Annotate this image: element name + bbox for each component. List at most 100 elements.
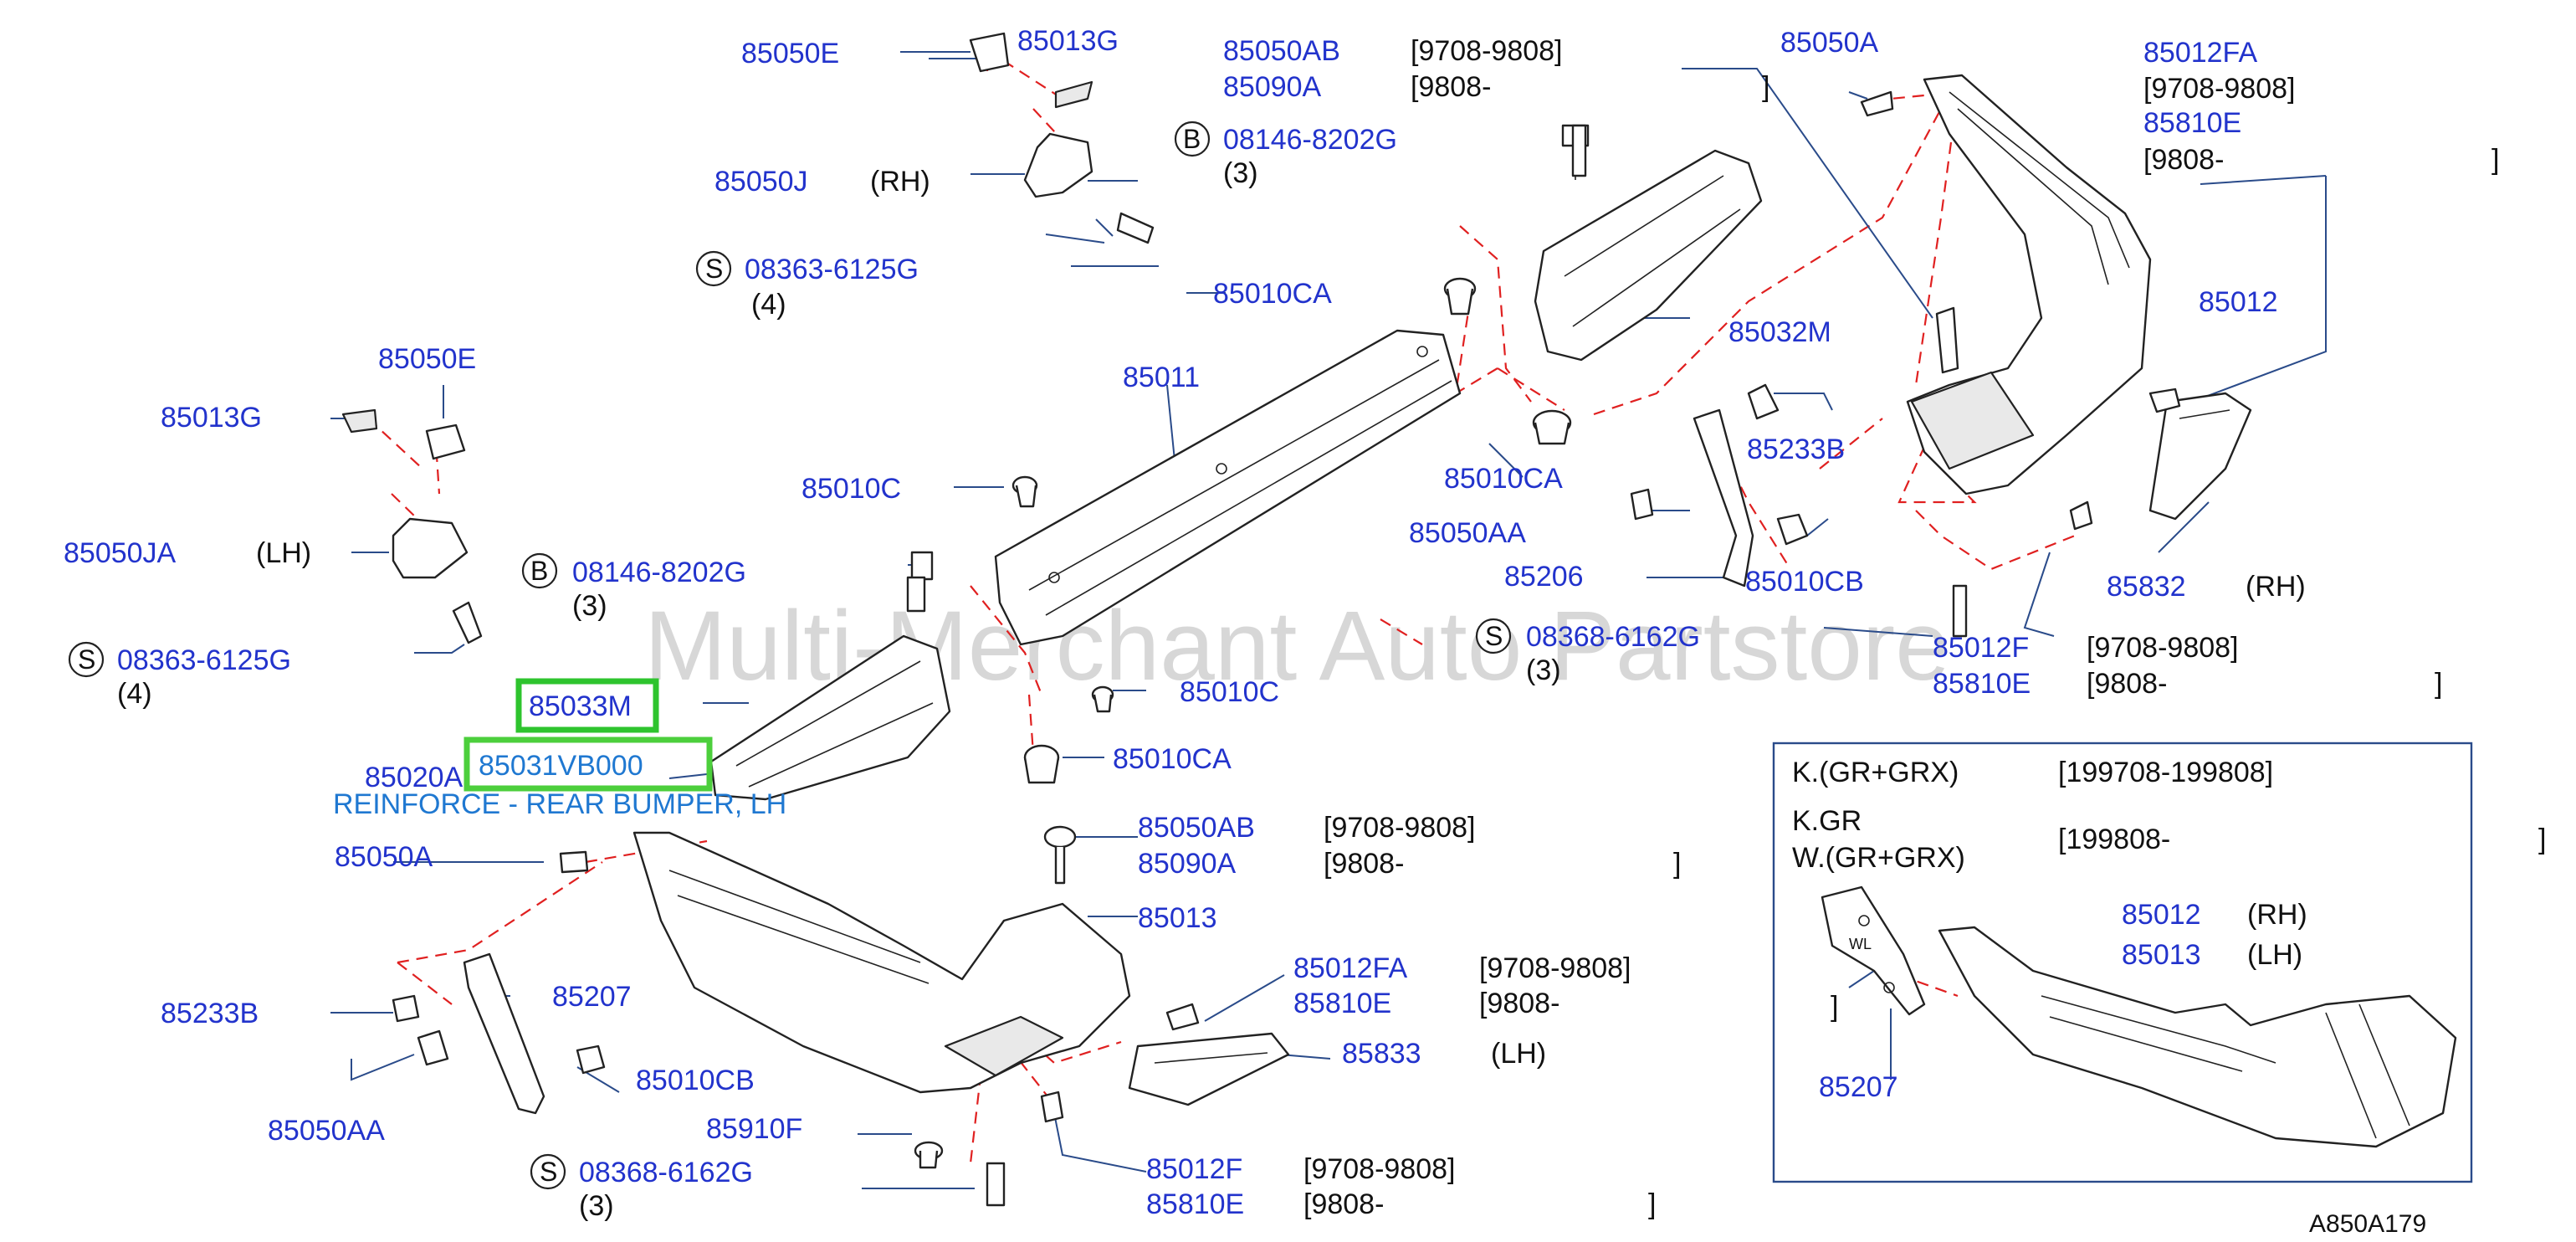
stay-85206-shape	[1630, 90, 1959, 588]
part-label[interactable]: 85010CA	[1444, 463, 1563, 495]
date-range: [9708-9808]	[1303, 1153, 1456, 1185]
part-label[interactable]: 85810E	[1293, 988, 1391, 1019]
rear-bumper-lh-shape	[632, 825, 1290, 1207]
bracket-rh-shape	[969, 32, 1155, 244]
part-label[interactable]: 85020A	[365, 762, 463, 793]
part-description: REINFORCE - REAR BUMPER, LH	[333, 788, 786, 820]
highlighted-parts: 85033M 85031VB000 REINFORCE - REAR BUMPE…	[333, 690, 786, 820]
part-label[interactable]: 85090A	[1138, 848, 1237, 880]
part-label[interactable]: 85012	[2122, 899, 2201, 931]
part-label[interactable]: 85012	[2199, 286, 2278, 318]
part-label[interactable]: 85810E	[1933, 668, 2031, 700]
part-label[interactable]: 08146-8202G	[572, 557, 746, 588]
inset-date: [199708-199808]	[2058, 757, 2273, 788]
part-label[interactable]: 85010CA	[1213, 278, 1332, 310]
inset-date: [199808-	[2058, 824, 2170, 855]
group-lower-bumper: 85050AB [9708-9808] 85090A [9808- ] 8505…	[161, 812, 1681, 1222]
part-label[interactable]: 85050AB	[1223, 35, 1340, 67]
part-label[interactable]: 08363-6125G	[117, 644, 291, 676]
highlight-box-85033m	[515, 678, 659, 733]
part-label[interactable]: 85013G	[161, 402, 262, 434]
side-note: (RH)	[870, 166, 930, 198]
part-label[interactable]: 85832	[2107, 571, 2186, 603]
part-label[interactable]: 85050AA	[1409, 517, 1526, 549]
part-label[interactable]: 85011	[1123, 362, 1200, 393]
part-label[interactable]: 85207	[552, 981, 632, 1013]
part-label[interactable]: 08368-6162G	[579, 1157, 753, 1188]
date-range: [9808-	[1479, 988, 1559, 1019]
side-note: (LH)	[2247, 939, 2302, 971]
part-label[interactable]: 85010CB	[1745, 566, 1864, 598]
part-label[interactable]: 85010C	[801, 473, 901, 505]
variant-inset: K.(GR+GRX) [199708-199808] K.GR [199808-…	[1772, 742, 2546, 1183]
date-range: [9808-	[1303, 1188, 1384, 1220]
qty-note: (4)	[751, 289, 786, 321]
part-label[interactable]: 85050JA	[64, 537, 177, 569]
part-label[interactable]: 85012F	[1933, 632, 2029, 664]
stay-85207-shape	[392, 850, 606, 1115]
side-note: (LH)	[1491, 1038, 1546, 1070]
part-label[interactable]: 08363-6125G	[745, 254, 919, 285]
part-label[interactable]: 08368-6162G	[1526, 621, 1700, 653]
part-label[interactable]: 85010C	[1180, 676, 1279, 708]
date-range: [9708-9808]	[1479, 952, 1631, 984]
qty-note: (3)	[572, 590, 607, 622]
date-range: [9808-	[1324, 848, 1404, 880]
part-label[interactable]: 85090A	[1223, 71, 1322, 103]
date-range-close: ]	[2435, 668, 2442, 700]
grommets-center	[906, 124, 1587, 784]
part-label[interactable]: 85910F	[706, 1113, 802, 1145]
screw-symbol-icon	[695, 250, 732, 287]
inset-model: K.GR	[1792, 805, 1862, 837]
date-range-close: ]	[2491, 144, 2499, 176]
part-label[interactable]: 85010CA	[1113, 743, 1232, 775]
part-label-85033m[interactable]: 85033M	[529, 690, 632, 722]
part-label[interactable]: 85013	[2122, 939, 2201, 971]
part-label[interactable]: 85233B	[1747, 434, 1845, 465]
part-label[interactable]: 85050J	[714, 166, 808, 198]
part-label-85031vb000[interactable]: 85031VB000	[479, 750, 643, 782]
side-note: (RH)	[2246, 571, 2306, 603]
screw-symbol-icon	[68, 641, 105, 678]
part-label[interactable]: 85206	[1504, 561, 1584, 593]
part-label[interactable]: 85013G	[1017, 25, 1119, 57]
part-label[interactable]: 85050E	[741, 38, 839, 69]
part-label[interactable]: 85032M	[1728, 316, 1831, 348]
inset-bumper-shape	[1938, 926, 2457, 1148]
part-label[interactable]: 85012FA	[1293, 952, 1407, 984]
part-label[interactable]: 85833	[1342, 1038, 1421, 1070]
part-label[interactable]: 85233B	[161, 998, 259, 1029]
part-label[interactable]: 85810E	[1146, 1188, 1244, 1220]
part-label[interactable]: 85207	[1819, 1071, 1898, 1103]
part-label[interactable]: 85012FA	[2143, 37, 2257, 69]
part-label[interactable]: 85050E	[378, 343, 476, 375]
group-right-upper: 85050A 85032M 85012FA [9708-9808] 85810E…	[1409, 27, 2499, 700]
date-range: [9708-9808]	[2087, 632, 2239, 664]
side-note: (RH)	[2247, 899, 2307, 931]
date-range-close: ]	[1762, 71, 1769, 103]
part-label[interactable]: 85012F	[1146, 1153, 1242, 1185]
part-label[interactable]: 85010CB	[636, 1065, 755, 1096]
part-label[interactable]: 85050AA	[268, 1115, 385, 1147]
qty-note: (3)	[1526, 654, 1561, 686]
rear-bumper-rh-shape	[1906, 74, 2252, 638]
inset-date-close: ]	[2538, 824, 2546, 855]
part-label[interactable]: 85050AB	[1138, 812, 1255, 844]
diagram-code: A850A179	[2309, 1210, 2426, 1238]
symbol-letter: B	[530, 556, 548, 586]
date-range-close: ]	[1673, 848, 1681, 880]
inset-model: W.(GR+GRX)	[1792, 842, 1965, 874]
date-range: [9808-	[2087, 668, 2167, 700]
bolt-symbol-icon	[521, 552, 558, 589]
part-label[interactable]: 08146-8202G	[1223, 124, 1397, 156]
side-note: (LH)	[256, 537, 311, 569]
part-label[interactable]: 85810E	[2143, 107, 2241, 139]
symbol-letter: B	[1183, 124, 1201, 154]
date-range: [9708-9808]	[1411, 35, 1563, 67]
part-label[interactable]: 85050A	[335, 841, 433, 873]
inset-stay-shape	[1821, 885, 1926, 1016]
part-label[interactable]: 85013	[1138, 902, 1217, 934]
part-label[interactable]: 85050A	[1780, 27, 1879, 59]
date-range: [9808-	[1411, 71, 1491, 103]
reinforcement-rail-shape	[994, 329, 1462, 646]
